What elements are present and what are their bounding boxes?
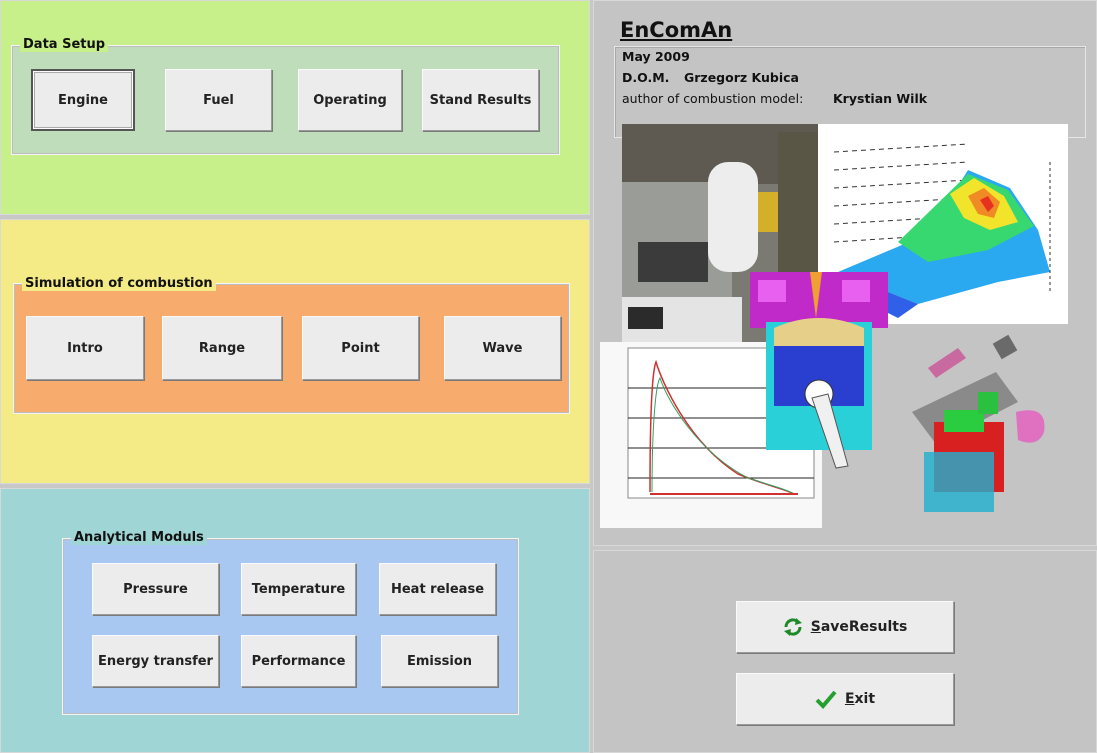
save-results-label: SaveResults <box>810 619 908 635</box>
performance-button[interactable]: Performance <box>241 635 356 687</box>
piston-diagram <box>750 272 888 469</box>
point-button[interactable]: Point <box>302 316 419 380</box>
checkmark-icon <box>815 689 837 709</box>
analytical-panel: Analytical Moduls Pressure Temperature H… <box>0 488 590 753</box>
data-setup-legend: Data Setup <box>20 37 109 52</box>
data-setup-panel: Data Setup Engine Fuel Operating Stand R… <box>0 0 590 215</box>
wave-button[interactable]: Wave <box>444 316 561 380</box>
simulation-legend: Simulation of combustion <box>22 276 216 291</box>
analytical-legend: Analytical Moduls <box>71 530 207 545</box>
energy-transfer-button[interactable]: Energy transfer <box>92 635 219 687</box>
author-label: author of combustion model: <box>622 91 804 106</box>
fuel-button[interactable]: Fuel <box>165 69 272 131</box>
engine-button[interactable]: Engine <box>31 69 135 131</box>
dom-label: D.O.M. <box>622 70 670 85</box>
date-text: May 2009 <box>622 49 690 64</box>
operating-button[interactable]: Operating <box>298 69 402 131</box>
save-results-button[interactable]: SaveResults <box>736 601 954 653</box>
collage-image <box>598 122 1070 532</box>
temperature-button[interactable]: Temperature <box>241 563 356 615</box>
collage-svg <box>600 124 1068 528</box>
pressure-button[interactable]: Pressure <box>92 563 219 615</box>
data-setup-group: Data Setup Engine Fuel Operating Stand R… <box>11 37 560 155</box>
exit-label: Exit <box>844 691 876 707</box>
simulation-panel: Simulation of combustion Intro Range Poi… <box>0 219 590 484</box>
intro-button[interactable]: Intro <box>26 316 144 380</box>
simulation-group: Simulation of combustion Intro Range Poi… <box>13 276 570 414</box>
refresh-icon <box>783 617 803 637</box>
emission-button[interactable]: Emission <box>381 635 498 687</box>
heat-release-button[interactable]: Heat release <box>379 563 496 615</box>
dom-name: Grzegorz Kubica <box>684 70 799 85</box>
analytical-group: Analytical Moduls Pressure Temperature H… <box>62 530 519 715</box>
title-block: EnComAn <box>620 18 732 42</box>
range-button[interactable]: Range <box>162 316 282 380</box>
app-title: EnComAn <box>620 18 733 42</box>
stand-results-button[interactable]: Stand Results <box>422 69 539 131</box>
exit-button[interactable]: Exit <box>736 673 954 725</box>
author-name: Krystian Wilk <box>833 91 928 106</box>
cad-engine <box>912 334 1048 522</box>
